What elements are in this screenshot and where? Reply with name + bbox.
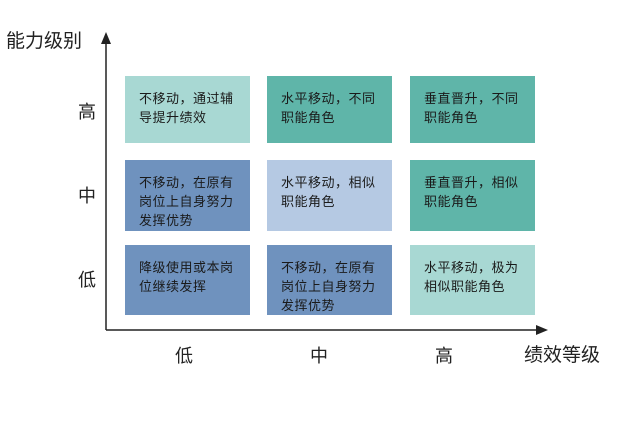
cell-high-ability-low-performance: 不移动，通过辅导提升绩效 (125, 76, 250, 143)
x-axis-title: 绩效等级 (524, 344, 601, 366)
cell-low-ability-low-performance: 降级使用或本岗位继续发挥 (125, 245, 250, 315)
cell-high-ability-high-performance: 垂直晋升，不同职能角色 (410, 76, 535, 143)
cell-mid-ability-low-performance: 不移动，在原有岗位上自身努力发挥优势 (125, 160, 250, 231)
y-axis-arrow-icon (101, 32, 111, 44)
cell-low-ability-mid-performance: 不移动，在原有岗位上自身努力发挥优势 (267, 245, 392, 315)
cell-low-ability-high-performance: 水平移动，极为相似职能角色 (410, 245, 535, 315)
cell-mid-ability-mid-performance: 水平移动，相似职能角色 (267, 160, 392, 231)
y-tick-high: 高 (78, 102, 96, 123)
y-tick-low: 低 (78, 270, 96, 291)
cell-mid-ability-high-performance: 垂直晋升，相似职能角色 (410, 160, 535, 231)
cell-high-ability-mid-performance: 水平移动，不同职能角色 (267, 76, 392, 143)
y-axis-title: 能力级别 (6, 30, 83, 52)
y-tick-mid: 中 (78, 186, 96, 207)
x-tick-mid: 中 (310, 346, 328, 367)
x-axis-arrow-icon (536, 325, 548, 335)
x-tick-high: 高 (435, 346, 453, 367)
x-tick-low: 低 (175, 346, 193, 367)
